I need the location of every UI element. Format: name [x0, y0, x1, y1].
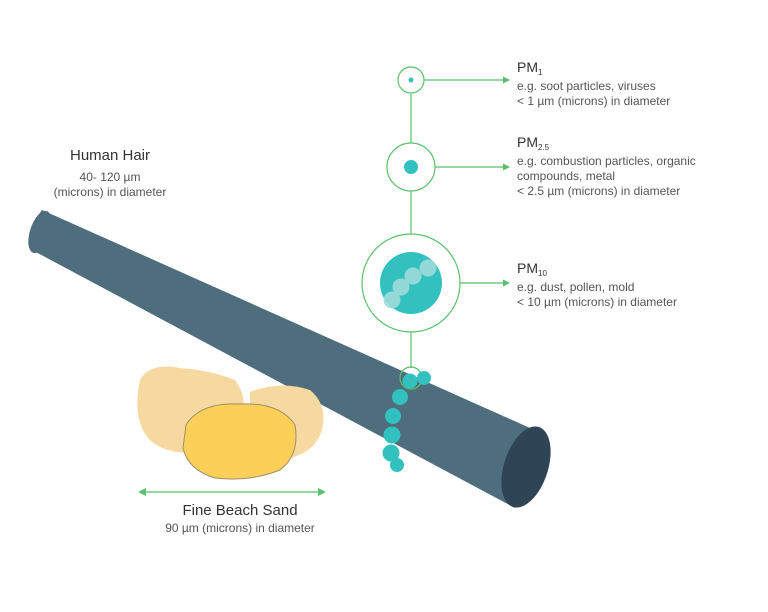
hair-particle — [383, 426, 401, 444]
pm1-size: < 1 µm (microns) in diameter — [517, 94, 671, 108]
pm25-size: < 2.5 µm (microns) in diameter — [517, 184, 681, 198]
pm1-arrow — [424, 76, 510, 84]
hair-particle — [390, 458, 404, 472]
sand-size: 90 µm (microns) in diameter — [165, 521, 315, 535]
human-hair-cut-face — [501, 426, 551, 508]
pm25-arrow — [435, 163, 510, 171]
hair-particle — [382, 444, 400, 462]
sand-grain-front — [182, 403, 297, 480]
pm10-examples: e.g. dust, pollen, mold — [517, 280, 635, 294]
sand-size-arrow — [138, 488, 326, 496]
pm10-bead — [419, 259, 437, 277]
human-hair-end — [28, 210, 52, 254]
hair-size-caption: 40- 120 µm (microns) in diameter — [30, 170, 190, 200]
hair-title: Human Hair — [69, 147, 151, 164]
pm10-bead — [392, 278, 410, 296]
hair-particle — [385, 408, 401, 424]
pm10-size: < 10 µm (microns) in diameter — [517, 295, 677, 309]
hair-unit: (microns) in diameter — [53, 185, 167, 199]
sand-title: Fine Beach Sand — [182, 502, 298, 519]
pm10-bead — [404, 267, 422, 285]
pm10-bead — [383, 291, 401, 309]
pm1-particle — [408, 77, 414, 83]
pm25-examples-cont: compounds, metal — [517, 169, 616, 183]
pm1-label: PM1 e.g. soot particles, viruses < 1 µm … — [517, 58, 670, 109]
hair-particle — [392, 389, 408, 405]
pm25-examples: e.g. combustion particles, organic — [517, 154, 696, 168]
pm25-particle — [404, 160, 418, 174]
pm1-title: PM1 — [517, 59, 543, 77]
pm10-title: PM10 — [517, 260, 547, 278]
hair-size: 40- 120 µm — [79, 170, 141, 184]
human-hair-strand — [31, 210, 530, 508]
pm10-label: PM10 e.g. dust, pollen, mold < 10 µm (mi… — [517, 259, 677, 310]
hair-particle — [402, 373, 418, 389]
pm10-arrow — [460, 279, 510, 287]
pm25-label: PM2.5 e.g. combustion particles, organic… — [517, 133, 696, 199]
pm25-title: PM2.5 — [517, 134, 550, 152]
pm1-examples: e.g. soot particles, viruses — [517, 79, 656, 93]
hair-particle — [417, 371, 431, 385]
